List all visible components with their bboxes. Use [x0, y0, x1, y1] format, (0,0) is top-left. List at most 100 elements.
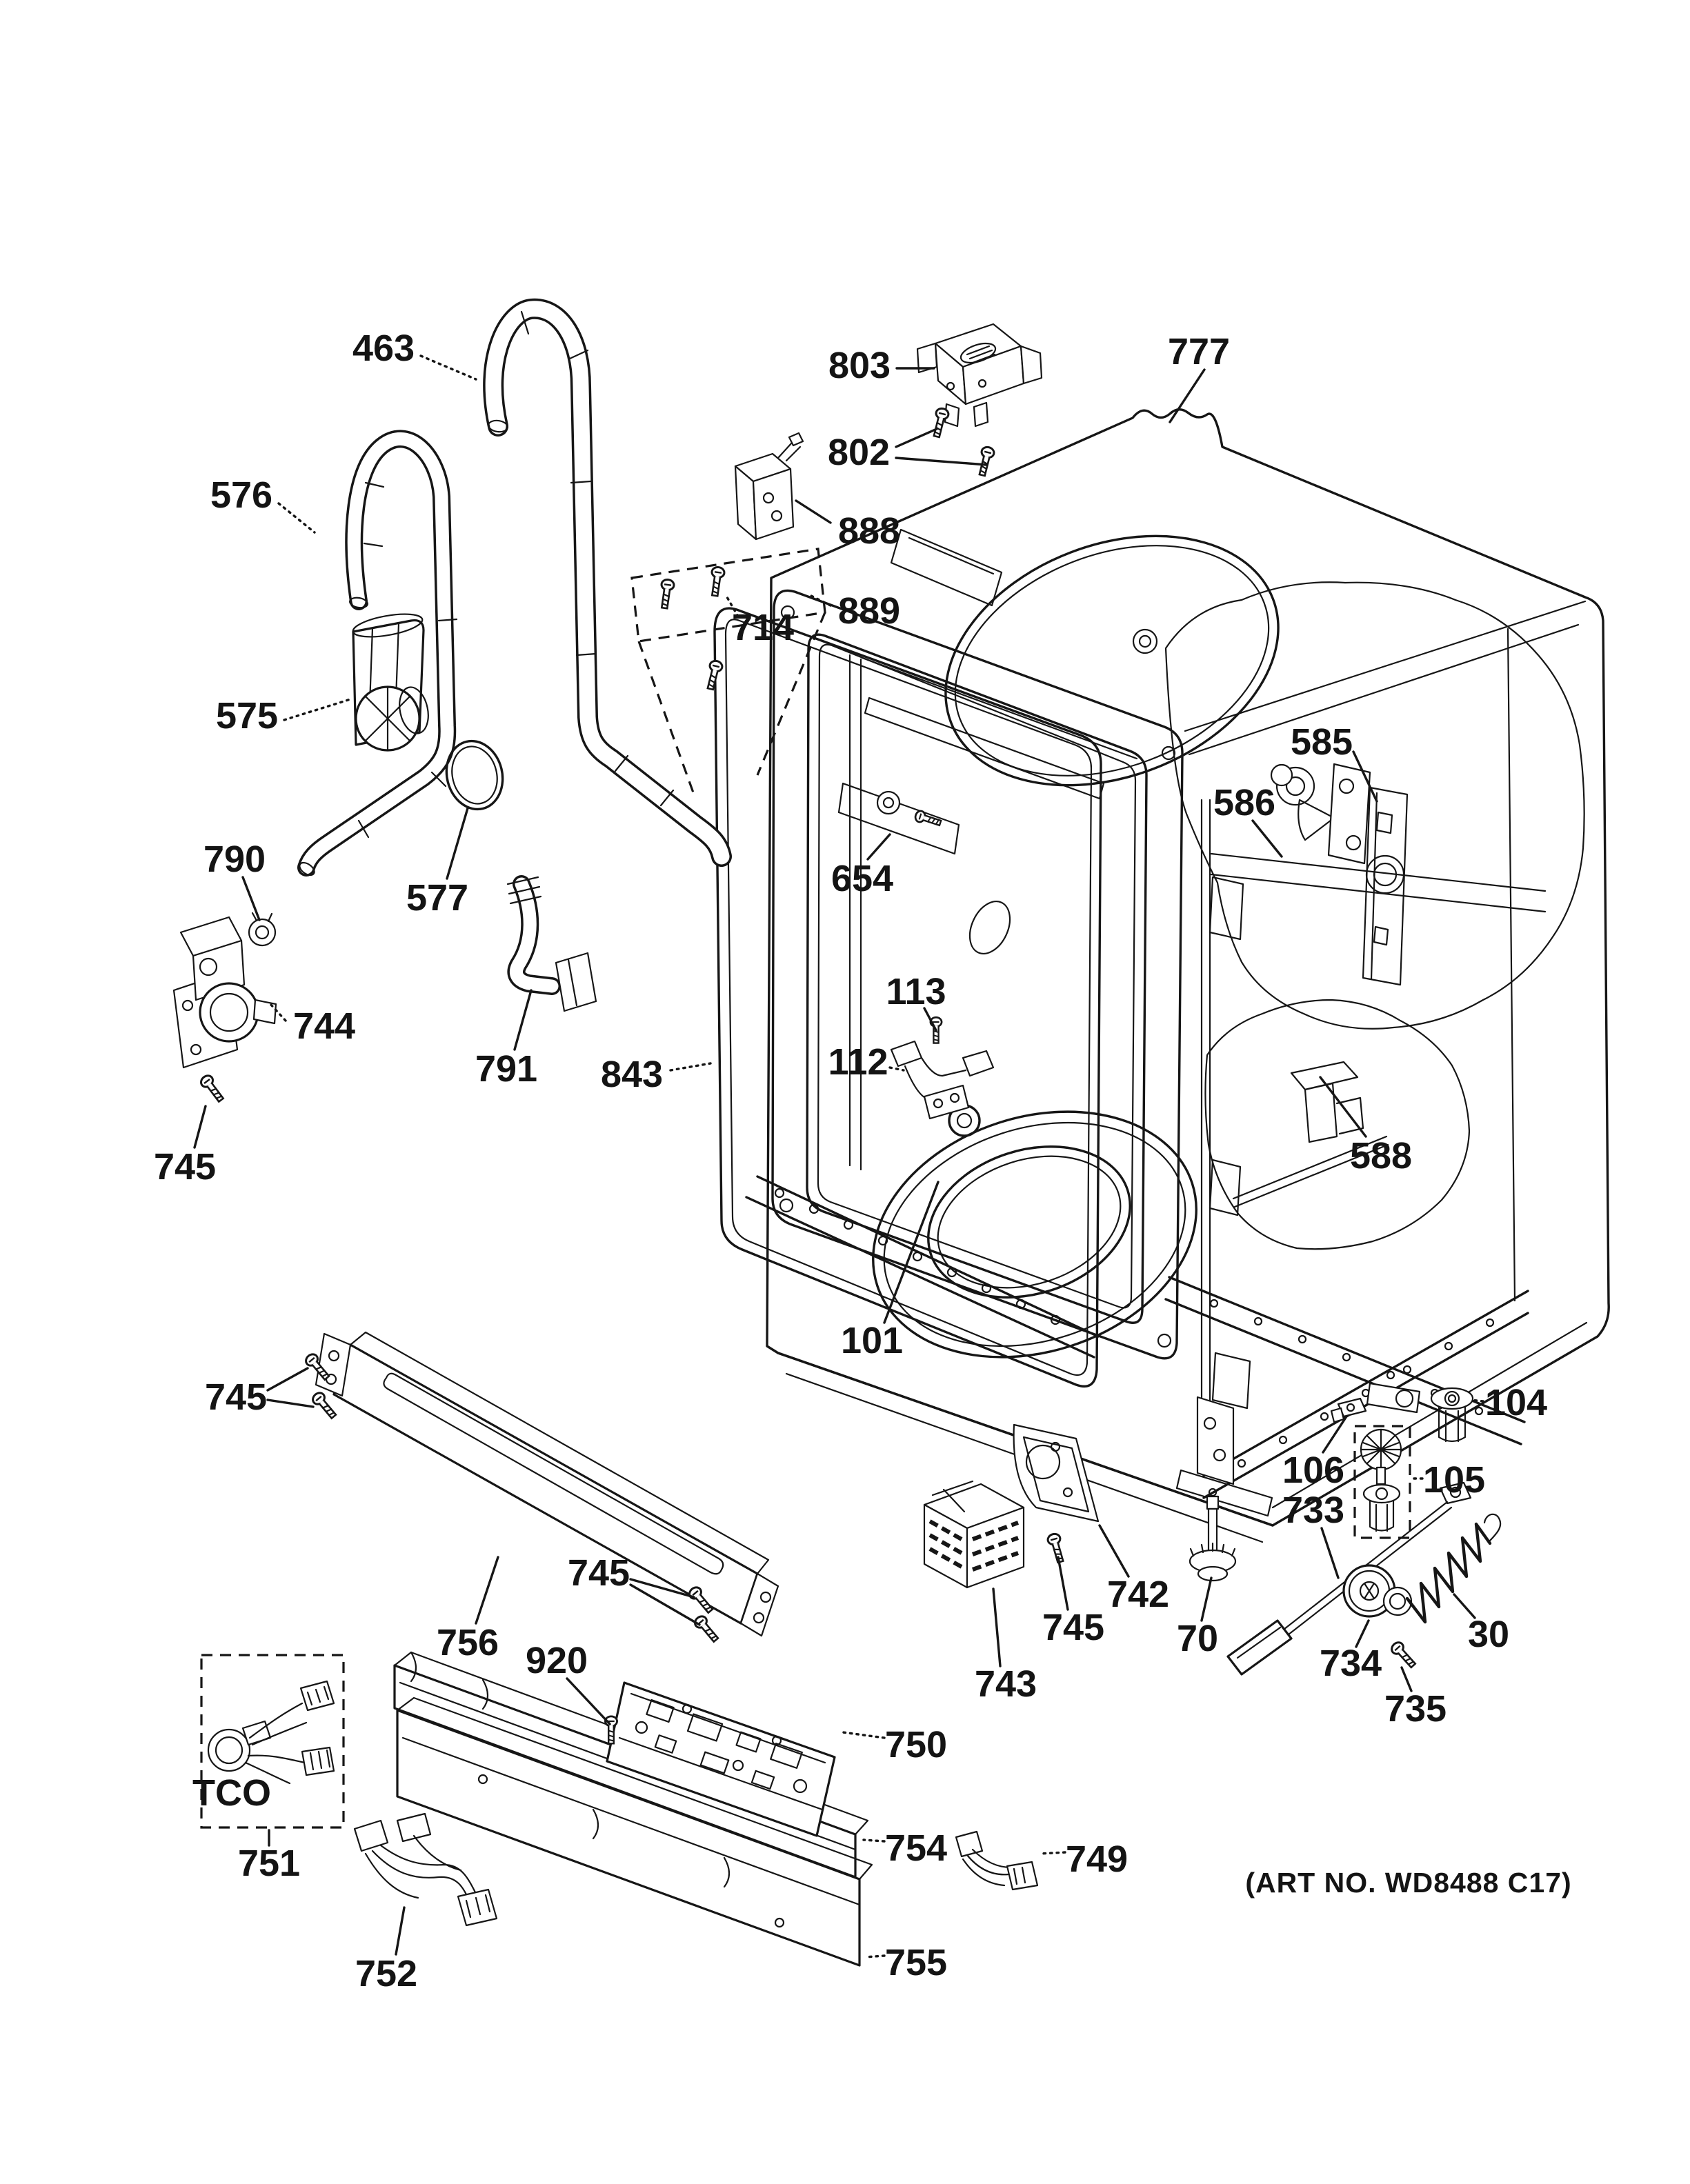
leader-line-735: [1400, 1666, 1413, 1692]
part-label-575: 575: [216, 695, 278, 737]
jbox-cover-742: [1013, 1423, 1100, 1523]
part-label-803: 803: [828, 345, 891, 386]
access-panel-756: [315, 1331, 779, 1637]
leader-line-745-panel-bottom: [629, 1578, 695, 1599]
part-label-920: 920: [526, 1640, 588, 1681]
drain-elbow-791: [506, 875, 597, 1012]
part-label-754: 754: [885, 1827, 947, 1869]
grommet-wheel-734: [1342, 1564, 1396, 1618]
tub-body: [766, 408, 1610, 1527]
leader-line-586: [1251, 819, 1283, 858]
leader-line-777: [1169, 368, 1206, 423]
leader-line-113: [923, 1007, 937, 1032]
leader-line-745-panel-bottom: [629, 1583, 701, 1626]
part-label-463: 463: [352, 328, 415, 369]
part-label-745-jbox: 745: [1042, 1607, 1104, 1648]
leader-line-733: [1320, 1527, 1340, 1579]
latch-bracket-zone-889: [630, 548, 826, 795]
control-tray-755: [396, 1696, 873, 1967]
leader-line-654: [866, 833, 891, 861]
screw-745-panel-d: [691, 1612, 722, 1645]
leader-line-752: [395, 1906, 406, 1956]
cutaway-cloud-upper: [1164, 581, 1585, 1030]
part-label-art-no: (ART NO. WD8488 C17): [1245, 1867, 1571, 1899]
grommet-detail-654: [837, 782, 960, 855]
part-label-889: 889: [838, 590, 900, 632]
part-label-802: 802: [828, 432, 890, 473]
part-label-843: 843: [601, 1054, 663, 1095]
screw-714-c: [703, 659, 725, 692]
part-label-888: 888: [838, 510, 900, 552]
screw-802-b: [975, 445, 997, 478]
leader-line-588: [1319, 1076, 1367, 1138]
leader-line-888: [795, 499, 832, 524]
door-latch-803: [916, 323, 1043, 428]
leader-line-30: [1453, 1593, 1476, 1619]
leader-line-755: [864, 1954, 886, 1958]
leader-line-106: [1322, 1415, 1348, 1454]
part-label-752: 752: [355, 1953, 417, 1994]
leader-line-802: [895, 428, 938, 448]
leader-line-714: [726, 596, 739, 618]
air-gap-funnel-575: [352, 613, 429, 752]
part-label-734: 734: [1320, 1643, 1382, 1684]
leader-line-577: [446, 807, 469, 880]
part-label-751: 751: [238, 1843, 300, 1884]
leader-line-585: [1352, 750, 1378, 803]
leader-line-745-jbox: [1057, 1556, 1069, 1611]
top-scoop: [890, 528, 1003, 607]
part-label-756: 756: [437, 1622, 499, 1663]
leader-line-790: [241, 876, 261, 921]
drain-hose-463: [483, 298, 732, 867]
leader-line-101: [883, 1181, 940, 1324]
leader-line-749: [1039, 1851, 1066, 1855]
tub-top-recess: [944, 534, 1280, 787]
leader-line-843: [669, 1062, 712, 1072]
leader-line-745-valve: [193, 1105, 207, 1149]
part-label-744: 744: [293, 1005, 355, 1047]
bracket-585: [1362, 786, 1409, 986]
part-label-113: 113: [886, 971, 946, 1012]
part-label-745-valve: 745: [154, 1146, 216, 1188]
tub-outline: [766, 408, 1610, 1527]
leader-line-920: [566, 1677, 611, 1725]
leader-line-70: [1200, 1576, 1213, 1622]
hose-clamp-790: [248, 912, 277, 947]
leader-line-463: [419, 354, 477, 381]
leader-line-575: [283, 698, 352, 721]
bracket-112: [890, 1016, 995, 1120]
part-label-745-panel-bottom: 745: [568, 1552, 630, 1594]
part-label-791: 791: [475, 1048, 537, 1090]
leader-line-889: [807, 593, 832, 607]
part-label-586: 586: [1213, 782, 1275, 823]
junction-box-743: [923, 1480, 1025, 1589]
callouts-layer: 4635765757907447457915778438038028888897…: [154, 328, 1571, 1994]
part-label-733: 733: [1282, 1490, 1344, 1531]
screw-735: [1388, 1639, 1419, 1671]
leader-line-754: [862, 1839, 886, 1843]
screw-714-b: [657, 577, 676, 610]
part-label-654: 654: [831, 858, 893, 899]
side-structure: [1200, 799, 1547, 1455]
part-label-577: 577: [406, 877, 468, 919]
cutaway-cloud-588: [1204, 999, 1471, 1250]
clip-106: [1330, 1382, 1421, 1423]
part-label-106: 106: [1282, 1450, 1344, 1491]
part-label-101: 101: [841, 1320, 903, 1361]
part-label-104: 104: [1485, 1382, 1547, 1423]
harness-752: [353, 1812, 498, 1927]
door-gasket: [713, 607, 1102, 1388]
base-rails: [777, 1276, 1529, 1543]
bracket-586: [1270, 763, 1371, 865]
part-label-585: 585: [1291, 721, 1353, 763]
leader-line-756: [475, 1556, 499, 1625]
part-label-777: 777: [1168, 331, 1230, 372]
part-label-742: 742: [1107, 1574, 1169, 1615]
part-label-755: 755: [885, 1942, 947, 1983]
part-label-tco: TCO: [192, 1772, 271, 1814]
door-frame: [771, 589, 1184, 1360]
leveling-leg-70: [1189, 1487, 1237, 1582]
leader-line-745-panel-top: [266, 1399, 315, 1408]
switch-888: [734, 432, 804, 541]
part-label-743: 743: [975, 1663, 1037, 1705]
